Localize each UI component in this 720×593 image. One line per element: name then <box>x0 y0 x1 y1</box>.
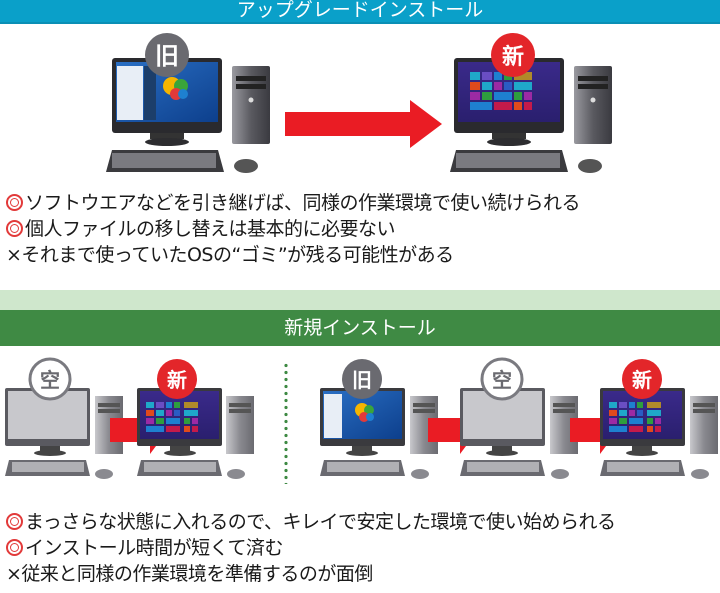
clean-point-2: インストール時間が短くて済む <box>6 533 284 560</box>
old-pc-icon <box>320 388 438 479</box>
dotted-divider <box>284 362 288 484</box>
upgrade-install-title: アップグレードインストール <box>236 0 484 21</box>
new-pc-icon <box>137 388 254 479</box>
section-divider <box>0 290 720 310</box>
clean-point-1: まっさらな状態に入れるので、キレイで安定した環境で使い始められる <box>6 507 616 534</box>
cross-icon: × <box>6 563 22 585</box>
badge-new: 新 <box>502 44 524 70</box>
double-circle-icon <box>6 513 23 530</box>
upgrade-point-1: ソフトウエアなどを引き継げば、同様の作業環境で使い続けられる <box>6 188 581 215</box>
clean-point-3: ×従来と同様の作業環境を準備するのが面倒 <box>6 563 373 585</box>
old-pc-icon <box>106 58 270 173</box>
badge-old: 旧 <box>155 42 179 70</box>
upgrade-install-header: アップグレードインストール <box>0 0 720 24</box>
upgrade-point-3: ×それまで使っていたOSの“ゴミ”が残る可能性がある <box>6 244 454 266</box>
badge-empty: 空 <box>40 368 60 392</box>
cross-icon: × <box>6 244 22 266</box>
badge-new: 新 <box>167 368 187 392</box>
arrow-icon <box>285 100 442 148</box>
double-circle-icon <box>6 539 23 556</box>
new-pc-icon <box>450 58 612 173</box>
double-circle-icon <box>6 220 23 237</box>
empty-pc-icon <box>460 388 578 479</box>
badge-new: 新 <box>632 368 652 392</box>
empty-pc-icon <box>5 388 123 479</box>
clean-install-title: 新規インストール <box>284 317 436 339</box>
upgrade-illustration: 旧 新 <box>106 33 612 173</box>
new-pc-icon <box>600 388 718 479</box>
clean-install-header: 新規インストール <box>0 310 720 346</box>
double-circle-icon <box>6 194 23 211</box>
upgrade-point-2: 個人ファイルの移し替えは基本的に必要ない <box>6 214 396 241</box>
badge-empty: 空 <box>492 368 512 392</box>
clean-install-illustration: 空 新 旧 <box>5 357 718 479</box>
badge-old: 旧 <box>352 368 372 392</box>
